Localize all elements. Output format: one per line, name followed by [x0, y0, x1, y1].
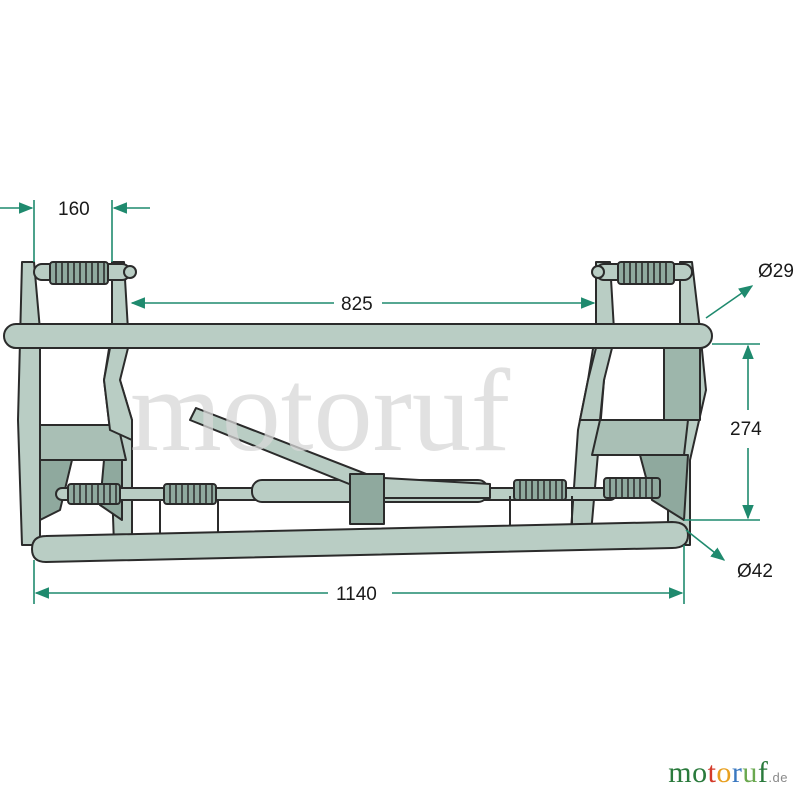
dim-label-dia29: Ø29 — [758, 261, 794, 282]
logo-letter: t — [707, 756, 717, 789]
brand-logo: motoruf.de — [668, 756, 788, 790]
dim-label-825: 825 — [341, 294, 373, 315]
logo-letter: o — [716, 756, 732, 789]
dim-label-160: 160 — [58, 199, 90, 220]
dimension-lines — [0, 200, 760, 604]
release-lever — [189, 407, 491, 525]
upper-tube — [3, 323, 713, 349]
dim-label-274: 274 — [730, 419, 762, 440]
logo-letter: r — [731, 756, 743, 789]
dim-label-dia42: Ø42 — [737, 561, 773, 582]
logo-suffix: .de — [768, 770, 788, 785]
logo-letter: u — [742, 756, 758, 789]
dim-label-1140: 1140 — [336, 584, 377, 605]
front-plate-edges — [102, 347, 614, 442]
watermark-text: motoruf — [130, 345, 511, 476]
logo-letter: f — [757, 756, 769, 789]
top-right-pin — [591, 261, 693, 285]
logo-letter: o — [692, 756, 708, 789]
top-left-pin — [33, 261, 137, 285]
lower-tube — [30, 520, 690, 564]
logo-letter: m — [668, 756, 693, 789]
